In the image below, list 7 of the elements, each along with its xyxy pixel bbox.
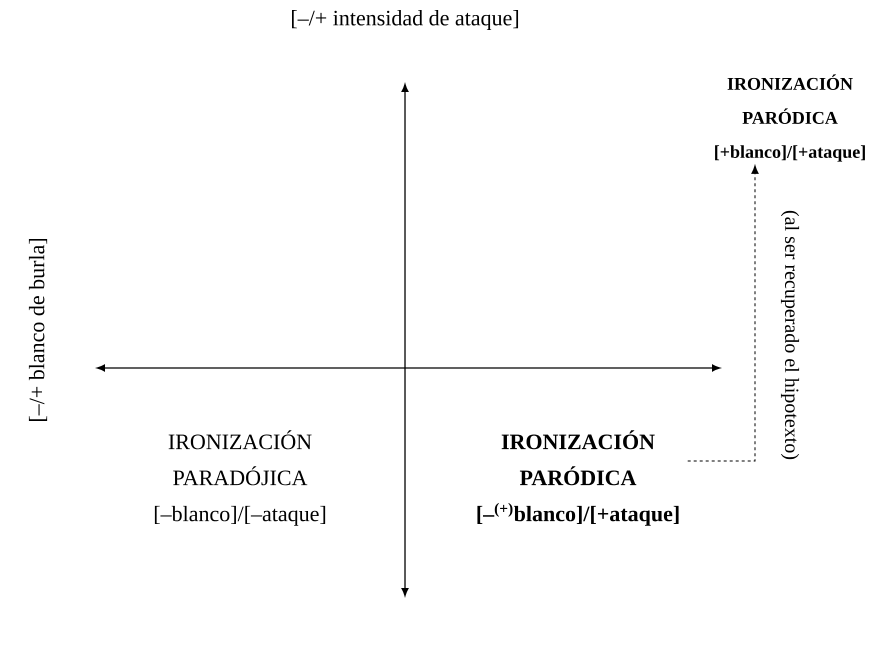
axis-label: [–/+ intensidad de ataque] <box>292 10 518 30</box>
quadrant-label: IRONIZACIÓN PARÓDICA [–$^{(+)}$blanco]/[+ataque] <box>477 430 679 526</box>
quadrant-label: IRONIZACIÓN PARÓDICA [+blanco]/[+ataque] <box>715 74 865 162</box>
axis-label: [–/+ blanco de burla] <box>28 238 48 421</box>
edge-label: (al ser recuperado el hipotexto) <box>780 210 800 460</box>
dashed-arrow <box>687 165 759 462</box>
quadrant-label: IRONIZACIÓN PARADÓJICA [–blanco]/[–ataque] <box>154 430 326 526</box>
